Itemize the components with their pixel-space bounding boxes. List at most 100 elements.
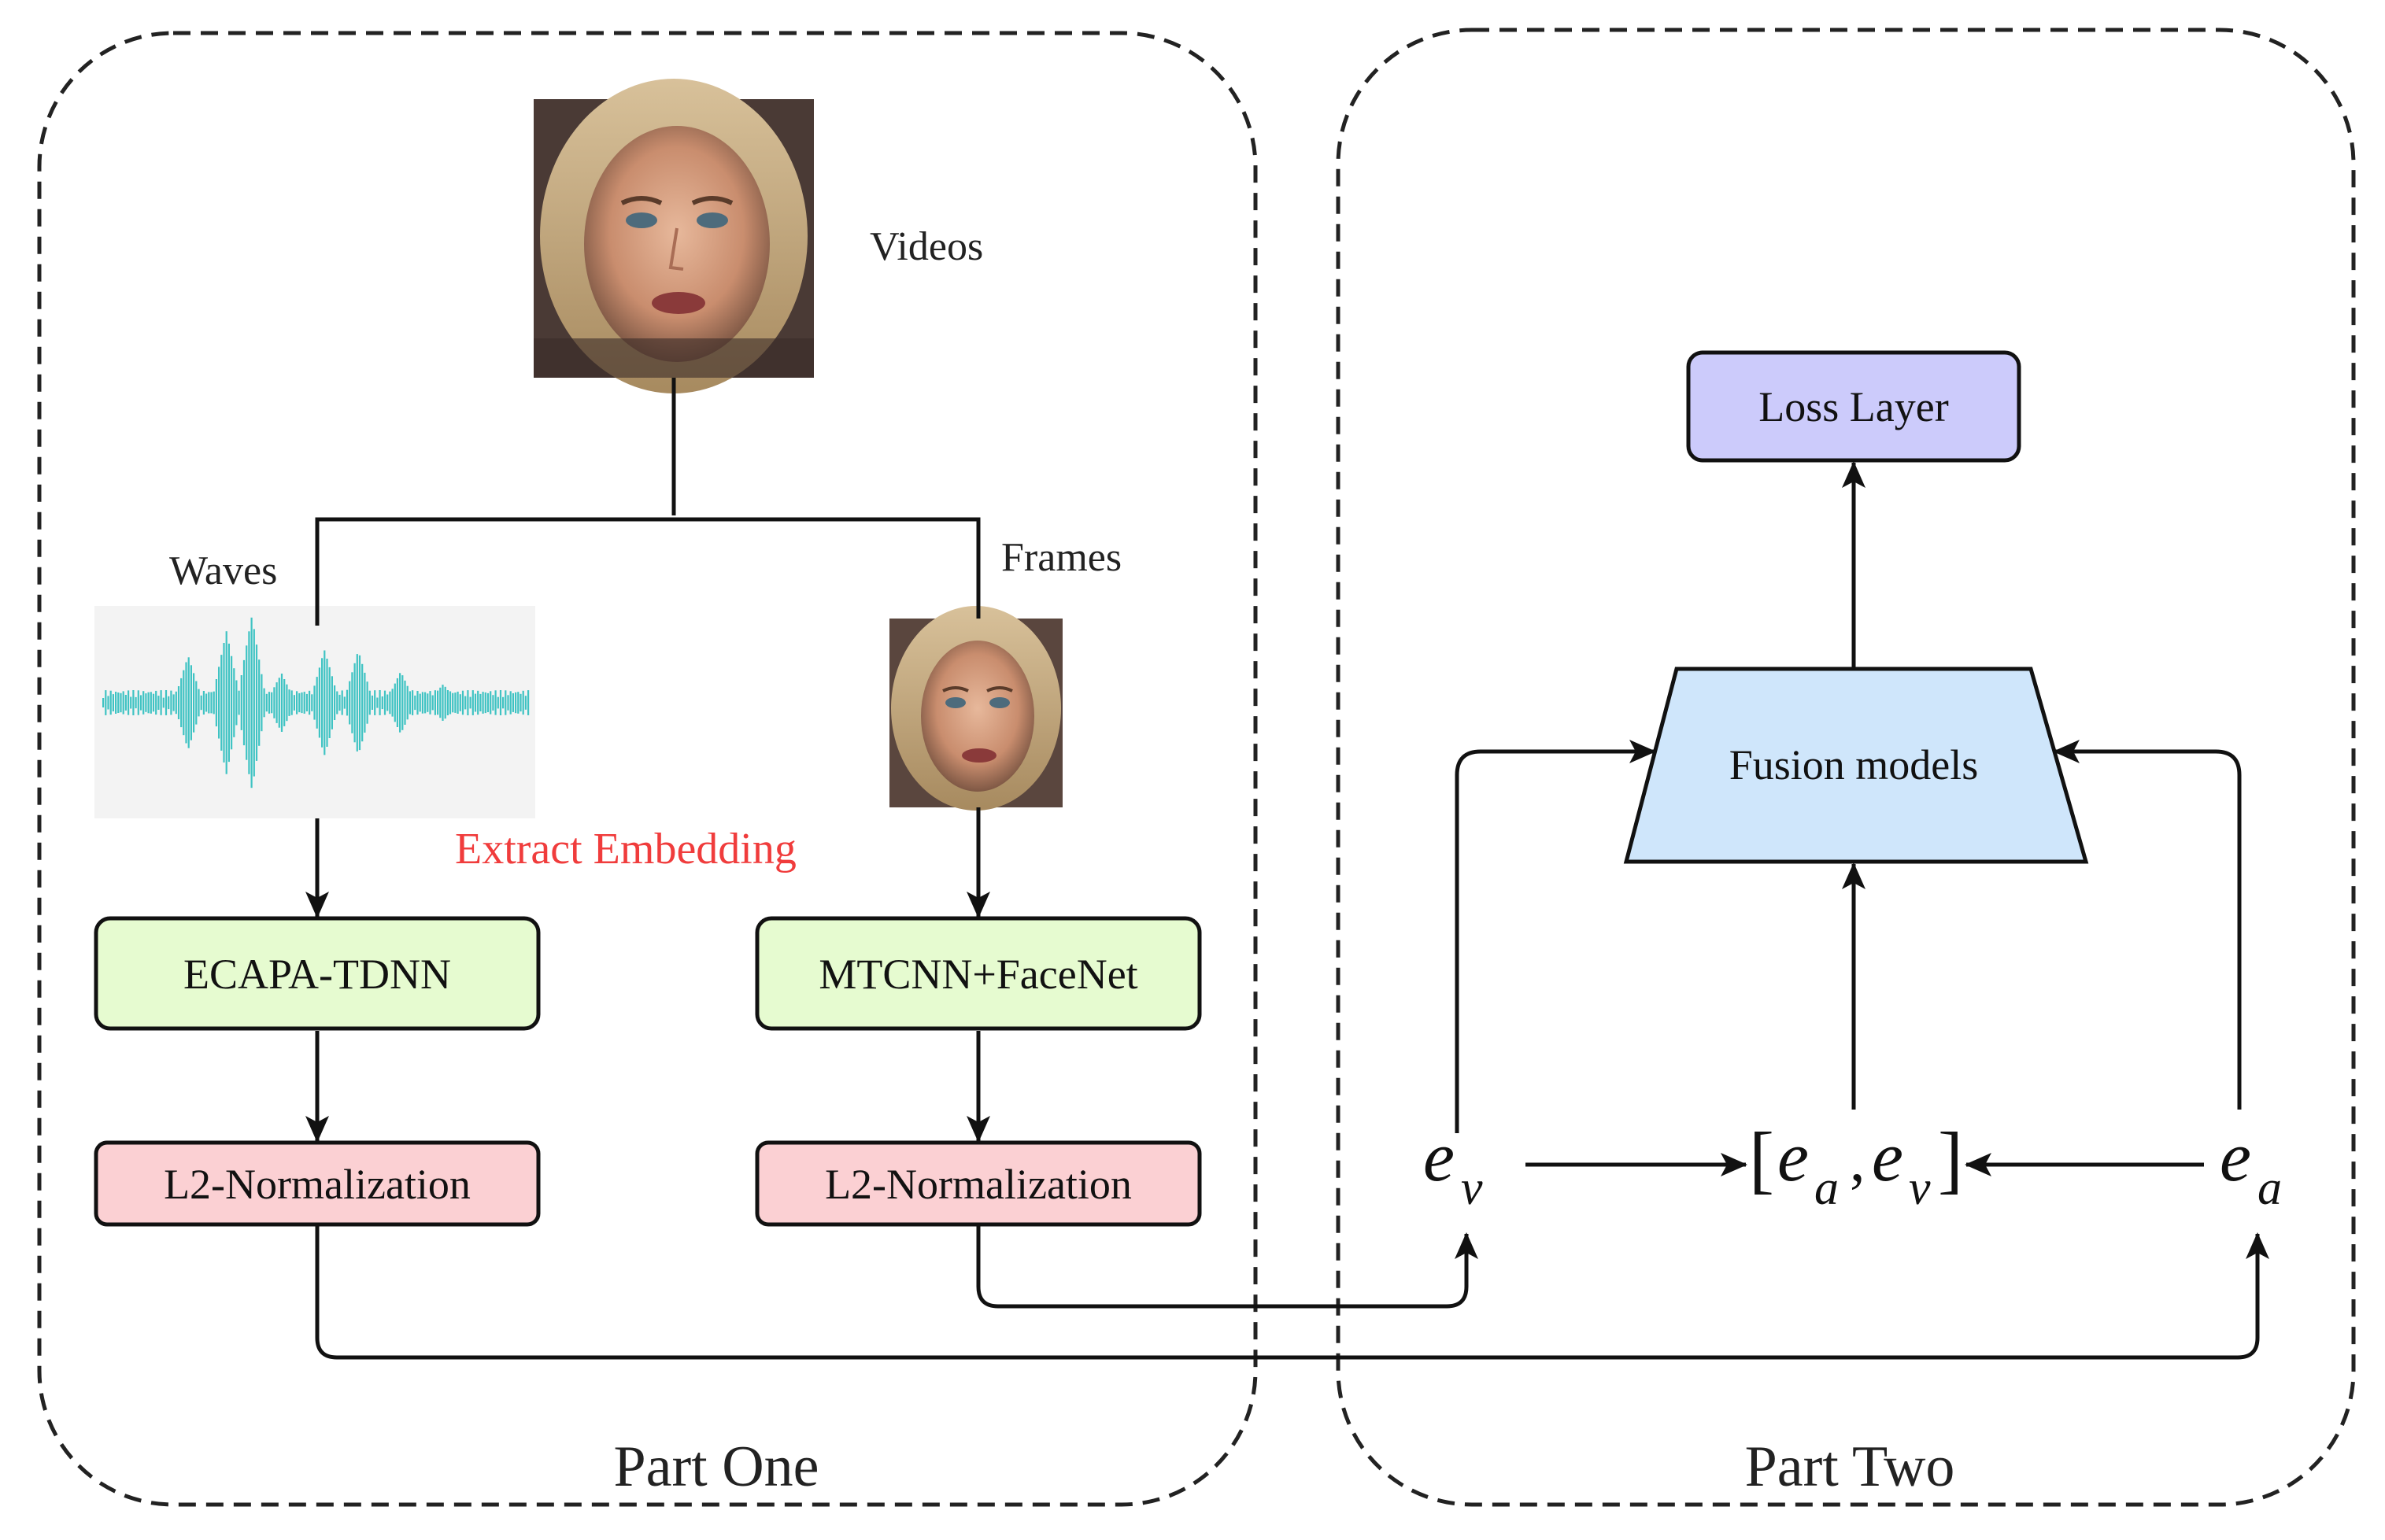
loss-layer-label: Loss Layer: [1758, 383, 1948, 430]
part-one-label: Part One: [614, 1435, 819, 1499]
waveform-bar: [479, 693, 482, 711]
waveform-bar: [494, 690, 497, 715]
waveform-bar: [336, 691, 338, 715]
waveform-bar: [351, 672, 353, 733]
waveform-bar: [318, 667, 320, 738]
waveform-bar: [124, 695, 127, 711]
waveform-bar: [162, 697, 165, 708]
waveform-bar: [293, 695, 295, 711]
waveform-bar: [515, 692, 517, 714]
l2-norm-left-box: L2-Normalization: [94, 1140, 541, 1227]
waveform-bar: [105, 690, 107, 715]
waveform-bar: [427, 693, 429, 712]
waveform-bar: [170, 690, 172, 715]
part-two-label: Part Two: [1745, 1435, 1955, 1499]
waveform-bar: [137, 690, 139, 715]
waveform-bar: [290, 690, 293, 715]
waveform-bar: [246, 645, 248, 760]
waveform-bar: [248, 631, 250, 774]
waveform-bar: [213, 691, 215, 715]
waveform-bar: [507, 695, 509, 711]
waves-label: Waves: [169, 548, 277, 593]
waveform-bar: [268, 692, 271, 714]
waveform-bar: [383, 690, 386, 715]
waveform-bar: [313, 685, 316, 720]
waveform-bar: [139, 695, 142, 711]
ecapa-tdnn-label: ECAPA-TDNN: [183, 951, 451, 998]
waveform-bar: [346, 689, 349, 716]
waveform-bar: [225, 631, 227, 774]
waveform-bar: [205, 693, 208, 712]
split-connector: [315, 378, 981, 626]
waveform-bar: [484, 692, 486, 714]
waveform-bar: [502, 696, 505, 709]
waveform-bar: [376, 697, 379, 708]
waveform-bar: [406, 685, 409, 720]
waveform-bar: [486, 692, 490, 712]
waveform-bar: [517, 692, 520, 714]
waveform-bar: [261, 674, 263, 732]
mtcnn-facenet-box: MTCNN+FaceNet: [755, 916, 1202, 1031]
concat-open: [: [1749, 1117, 1774, 1201]
waveform-bar: [175, 691, 177, 715]
waveform-bar: [391, 689, 394, 717]
waveform-bar: [298, 692, 301, 713]
l2-norm-right-label: L2-Normalization: [825, 1161, 1132, 1208]
waveform-bar: [210, 692, 213, 714]
waveform-bar: [469, 696, 471, 709]
videos-label: Videos: [870, 224, 983, 269]
waveform-bar: [474, 693, 477, 712]
waveform-bar: [242, 659, 246, 746]
waveform-bar: [341, 690, 343, 715]
concat-e2: e: [1872, 1118, 1903, 1196]
concat-symbol: [ e a , e v ]: [1749, 1117, 1963, 1215]
waveform-bar: [437, 690, 439, 715]
waveform-bar: [364, 672, 366, 733]
waveform-bar: [527, 690, 530, 715]
waveform-bar: [195, 681, 198, 725]
waveform-bar: [492, 695, 494, 711]
waveform-bar: [132, 690, 135, 715]
route-visual-to-ev: [976, 1224, 1478, 1309]
concat-e1: e: [1777, 1118, 1809, 1196]
waveform-bar: [255, 644, 258, 761]
waveform-bar: [180, 678, 183, 728]
waveform-bar: [429, 691, 431, 715]
frames-label: Frames: [1001, 535, 1122, 580]
waveform-bar: [283, 679, 286, 726]
waveform-bar: [200, 695, 202, 711]
fusion-models-label: Fusion models: [1729, 741, 1979, 788]
waveform-bar: [334, 685, 336, 720]
l2-norm-right-box: L2-Normalization: [755, 1140, 1202, 1227]
ecapa-tdnn-box: ECAPA-TDNN: [94, 916, 541, 1031]
waveform-bar: [305, 693, 308, 711]
extract-embedding-label: Extract Embedding: [455, 825, 797, 873]
waveform-bar: [109, 690, 112, 715]
waveform-bar: [145, 693, 147, 712]
waveform-bar: [379, 690, 381, 715]
waveform-bar: [349, 681, 351, 725]
waveform-bar: [135, 696, 137, 709]
route-audio-to-ea: [315, 1224, 2269, 1360]
waveform-bar: [353, 663, 356, 743]
waveform-bar: [253, 629, 255, 777]
ea-sub: a: [2257, 1161, 2282, 1215]
waveform-bar: [482, 692, 484, 714]
part-two-region: [1336, 28, 2356, 1507]
waveform-bar: [461, 690, 464, 715]
concat-sub1: a: [1814, 1161, 1839, 1215]
waveform-bar: [263, 688, 265, 718]
waveform-bar: [231, 656, 233, 750]
waveform-bar: [190, 665, 192, 740]
waveform-bar: [309, 690, 311, 715]
waveform-bar: [421, 692, 423, 714]
waveform-bar: [296, 691, 298, 715]
waveform-bar: [371, 695, 374, 710]
waveform-bar: [240, 675, 242, 730]
waveform-bar: [160, 690, 162, 715]
waveform-bar: [454, 692, 457, 713]
face-frame-image: [889, 606, 1063, 811]
waveform-bar: [324, 650, 326, 755]
waveform-bar: [457, 691, 459, 714]
arrow-ev-to-fusion: [1455, 740, 1656, 1133]
